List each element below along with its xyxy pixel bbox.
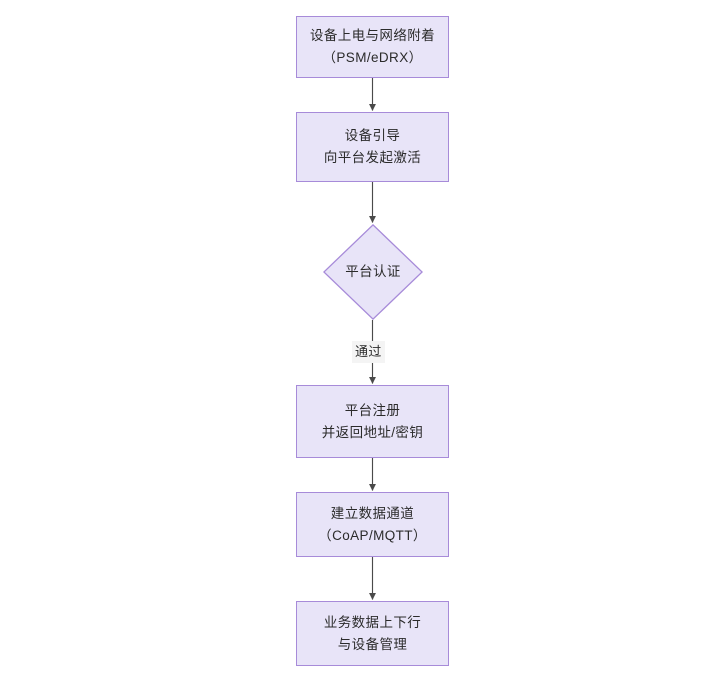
diamond-shape <box>323 224 423 320</box>
node-power-on[interactable]: 设备上电与网络附着 （PSM/eDRX） <box>296 16 449 78</box>
node-business-data[interactable]: 业务数据上下行 与设备管理 <box>296 601 449 666</box>
node-platform-auth-label: 平台认证 <box>345 264 401 280</box>
node-business-data-line2: 与设备管理 <box>337 636 408 652</box>
edge-label-pass: 通过 <box>352 341 385 363</box>
node-business-data-line1: 业务数据上下行 <box>323 614 422 630</box>
node-bootstrap-line2: 向平台发起激活 <box>323 150 422 165</box>
node-platform-register-line1: 平台注册 <box>344 402 401 418</box>
node-platform-register[interactable]: 平台注册 并返回地址/密钥 <box>296 385 449 458</box>
node-data-channel[interactable]: 建立数据通道 （CoAP/MQTT） <box>296 492 449 557</box>
node-data-channel-line2: （CoAP/MQTT） <box>318 527 427 543</box>
node-platform-auth[interactable]: 平台认证 <box>323 224 423 320</box>
node-power-on-line2: （PSM/eDRX） <box>322 50 423 65</box>
node-bootstrap-line1: 设备引导 <box>344 128 401 144</box>
node-platform-register-line2: 并返回地址/密钥 <box>321 424 424 440</box>
node-power-on-line1: 设备上电与网络附着 <box>309 28 436 44</box>
node-bootstrap[interactable]: 设备引导 向平台发起激活 <box>296 112 449 182</box>
node-data-channel-line1: 建立数据通道 <box>330 505 415 521</box>
